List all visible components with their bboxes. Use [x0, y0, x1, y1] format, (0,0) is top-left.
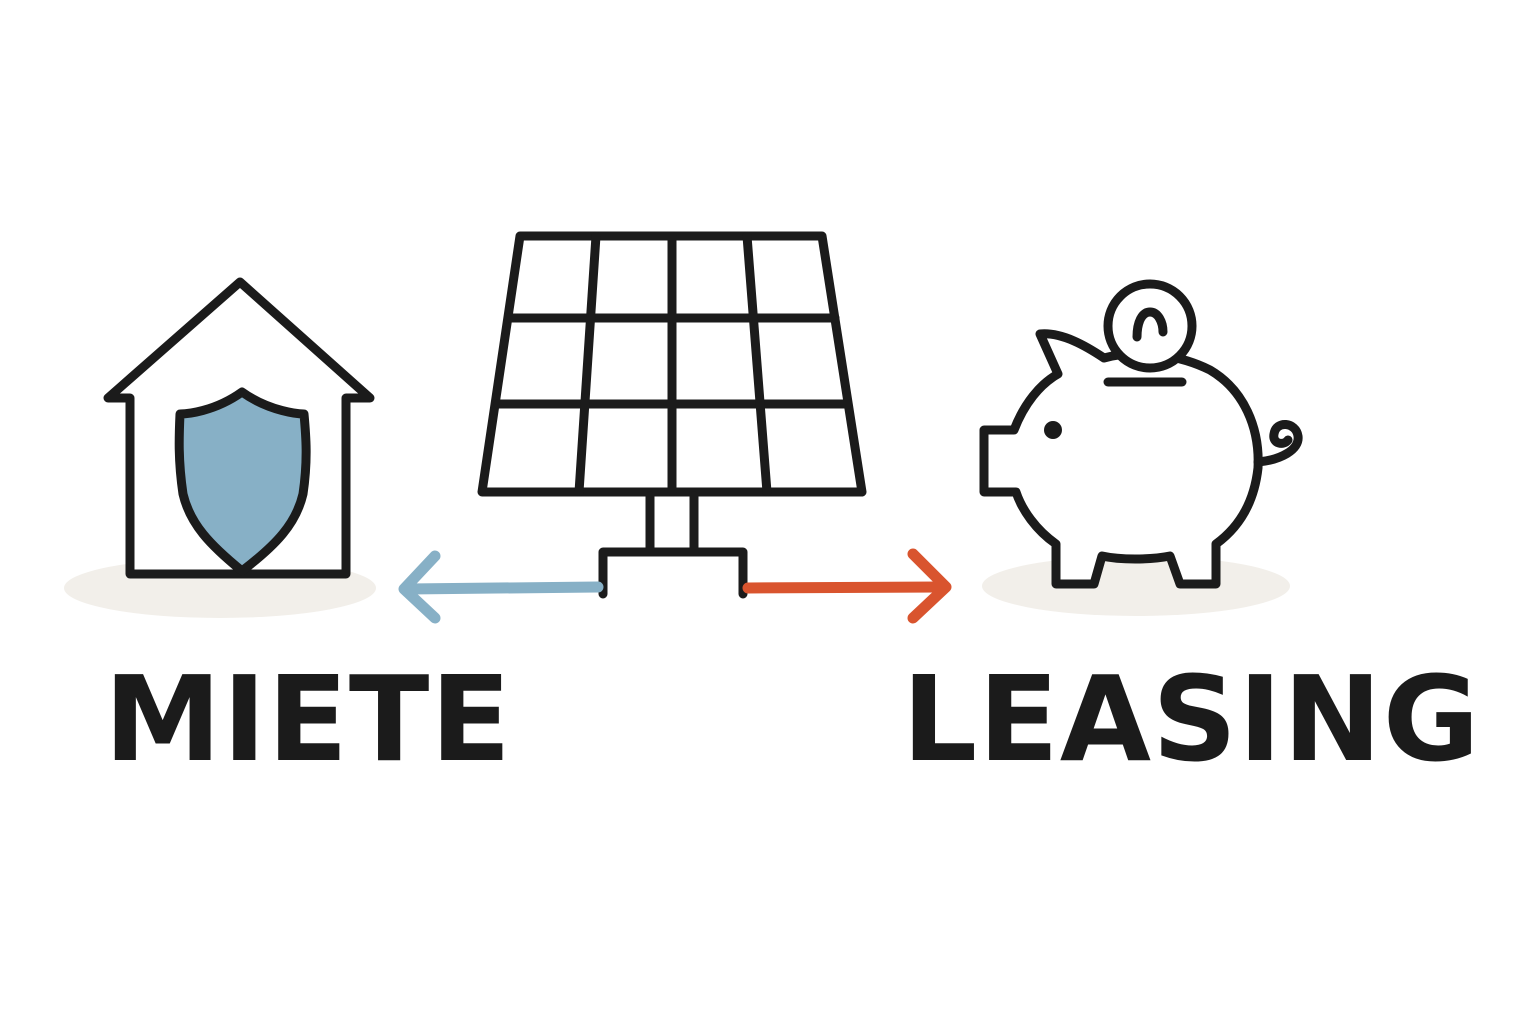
arrow-to-leasing [742, 548, 952, 624]
miete-label: MIETE [104, 650, 513, 788]
leasing-label: LEASING [902, 650, 1481, 788]
arrow-to-miete [398, 550, 604, 624]
solar-panel-icon [477, 231, 867, 599]
house-with-shield-icon [103, 277, 375, 579]
piggy-eye [1044, 421, 1062, 439]
shield-icon [174, 387, 311, 576]
right-ground-shadow [982, 556, 1290, 616]
coin-icon [1103, 279, 1197, 373]
